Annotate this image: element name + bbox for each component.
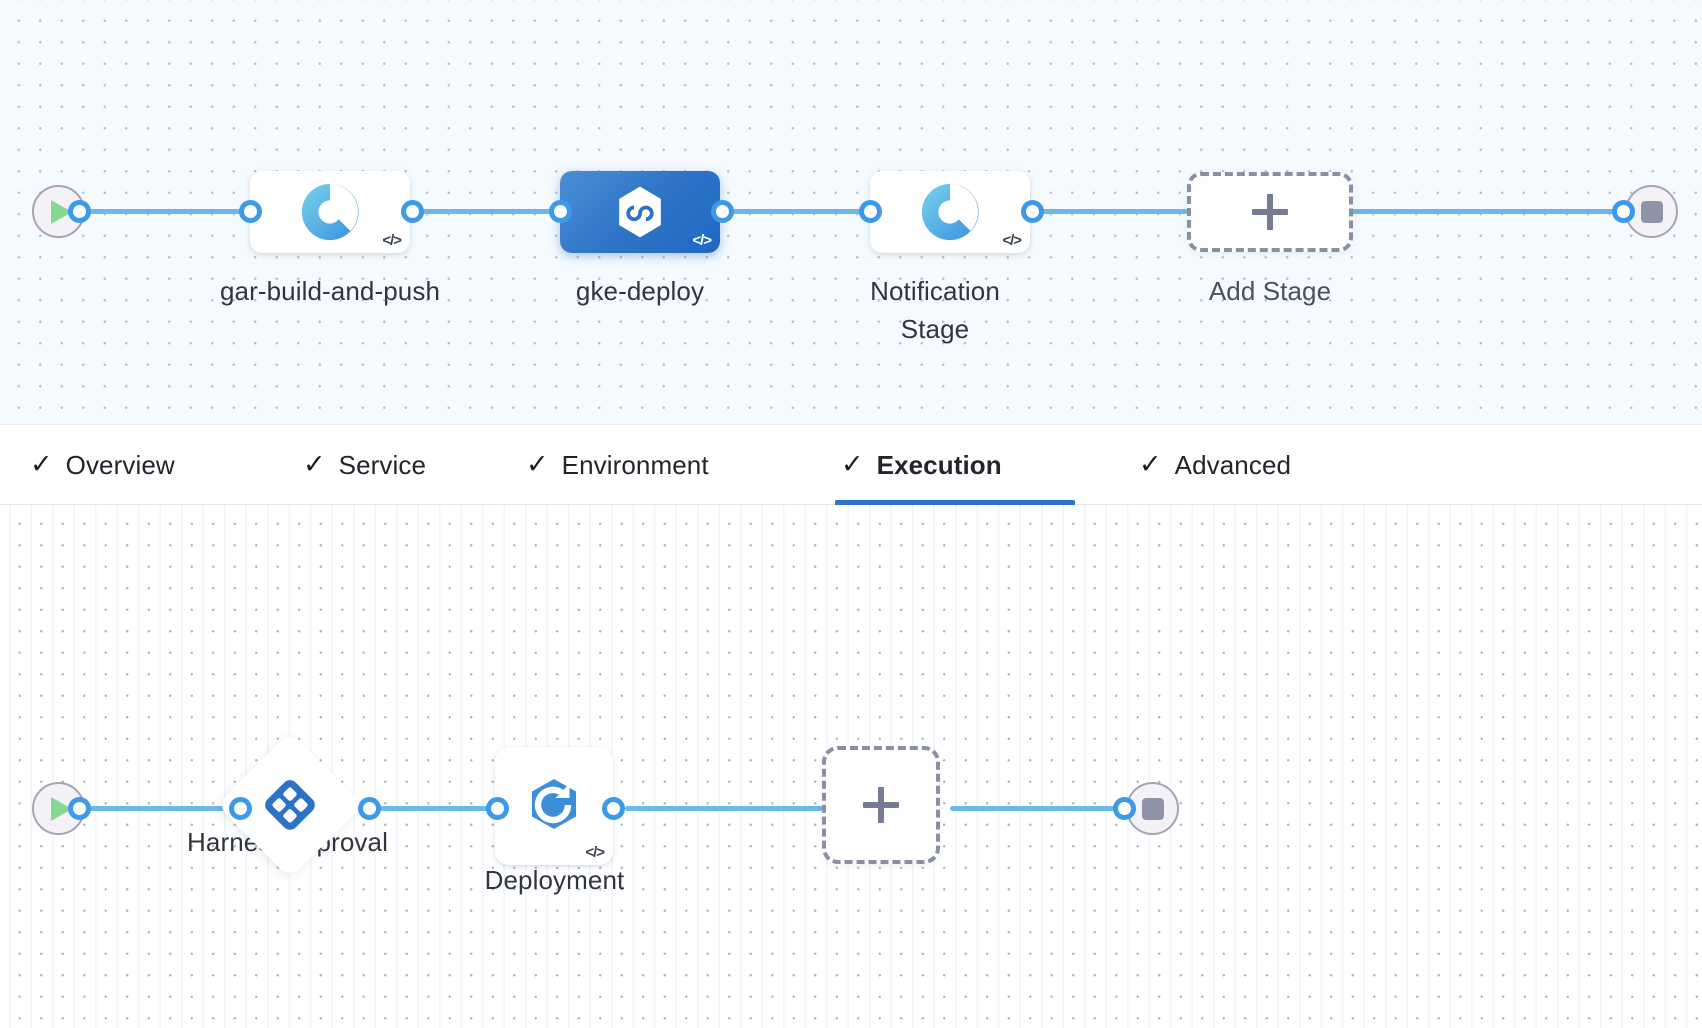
tab-overview[interactable]: ✓ Overview bbox=[24, 425, 181, 505]
check-icon: ✓ bbox=[841, 448, 864, 479]
check-icon: ✓ bbox=[526, 448, 549, 479]
yaml-code-badge: </> bbox=[382, 232, 402, 249]
port-step-1-out[interactable] bbox=[358, 797, 381, 820]
diamond-icon-wrap bbox=[261, 776, 319, 834]
cd-deploy-icon bbox=[619, 186, 661, 238]
yaml-code-badge: </> bbox=[1002, 232, 1022, 249]
edge-stage-2-to-stage-3 bbox=[700, 209, 878, 214]
edge-stage-3-to-add bbox=[1008, 209, 1188, 214]
active-tab-indicator bbox=[835, 500, 1075, 505]
tab-service[interactable]: ✓ Service bbox=[297, 425, 432, 505]
pipeline-stages-canvas[interactable]: </> gar-build-and-push </> gke-deploy </… bbox=[0, 0, 1702, 424]
port-stage-3-out[interactable] bbox=[1021, 200, 1044, 223]
port-start-out[interactable] bbox=[68, 200, 91, 223]
edge-step-1-to-step-2 bbox=[380, 806, 518, 811]
execution-steps-canvas[interactable]: HarnessApproval </> Rollout Deployment A… bbox=[0, 505, 1702, 1028]
port-exec-start-out[interactable] bbox=[68, 797, 91, 820]
port-stage-1-out[interactable] bbox=[401, 200, 424, 223]
yaml-code-badge: </> bbox=[692, 232, 712, 249]
stage-label-gar-build-and-push: gar-build-and-push bbox=[219, 276, 441, 306]
tab-label: Advanced bbox=[1174, 449, 1292, 480]
edge-start-to-step-1 bbox=[78, 806, 238, 811]
harness-approval-icon bbox=[265, 780, 315, 830]
edge-add-to-end bbox=[950, 806, 1120, 811]
edge-start-to-stage-1 bbox=[78, 209, 246, 214]
add-stage-label: Add Stage bbox=[1208, 276, 1332, 306]
tab-advanced[interactable]: ✓ Advanced bbox=[1133, 425, 1297, 505]
plus-icon bbox=[863, 787, 899, 823]
ci-build-icon bbox=[301, 183, 359, 241]
edge-stage-1-to-stage-2 bbox=[390, 209, 568, 214]
port-stage-3-in[interactable] bbox=[859, 200, 882, 223]
play-icon bbox=[51, 796, 72, 821]
edge-add-to-end bbox=[1330, 209, 1620, 214]
stage-label-notification-stage: Notification Stage bbox=[870, 276, 1000, 344]
add-step-button[interactable] bbox=[822, 746, 940, 864]
edge-step-2-to-add bbox=[625, 806, 823, 811]
ci-build-icon bbox=[921, 183, 979, 241]
tab-execution[interactable]: ✓ Execution bbox=[835, 425, 1075, 505]
port-stage-1-in[interactable] bbox=[239, 200, 262, 223]
stage-node-gar-build-and-push[interactable]: </> bbox=[250, 171, 410, 253]
execution-end-node[interactable] bbox=[1126, 782, 1179, 835]
port-stage-2-in[interactable] bbox=[549, 200, 572, 223]
yaml-code-badge: </> bbox=[585, 844, 605, 861]
stage-node-gke-deploy[interactable]: </> bbox=[560, 171, 720, 253]
play-icon bbox=[51, 199, 72, 224]
check-icon: ✓ bbox=[1139, 448, 1162, 479]
stage-config-tab-bar: ✓ Overview ✓ Service ✓ Environment ✓ Exe… bbox=[0, 424, 1702, 505]
stop-icon bbox=[1141, 797, 1164, 820]
port-stage-2-out[interactable] bbox=[711, 200, 734, 223]
port-step-1-in[interactable] bbox=[229, 797, 252, 820]
stage-node-notification-stage[interactable]: </> bbox=[870, 171, 1030, 253]
tab-label: Overview bbox=[65, 449, 175, 480]
step-node-harness-approval[interactable] bbox=[216, 731, 364, 879]
check-icon: ✓ bbox=[30, 448, 53, 479]
tab-environment[interactable]: ✓ Environment bbox=[520, 425, 715, 505]
stage-label-gke-deploy: gke-deploy bbox=[575, 276, 705, 306]
check-icon: ✓ bbox=[303, 448, 326, 479]
tab-label: Service bbox=[338, 449, 427, 480]
tab-label: Execution bbox=[876, 449, 1002, 480]
plus-icon bbox=[1252, 194, 1288, 230]
add-stage-button[interactable] bbox=[1187, 172, 1353, 252]
port-exec-end-in[interactable] bbox=[1113, 797, 1136, 820]
tab-label: Environment bbox=[561, 449, 709, 480]
step-node-rollout-deployment[interactable]: </> bbox=[495, 747, 613, 865]
kubernetes-rollout-icon bbox=[532, 779, 576, 829]
port-end-in[interactable] bbox=[1612, 200, 1635, 223]
port-step-2-in[interactable] bbox=[486, 797, 509, 820]
stop-icon bbox=[1640, 200, 1663, 223]
port-step-2-out[interactable] bbox=[602, 797, 625, 820]
